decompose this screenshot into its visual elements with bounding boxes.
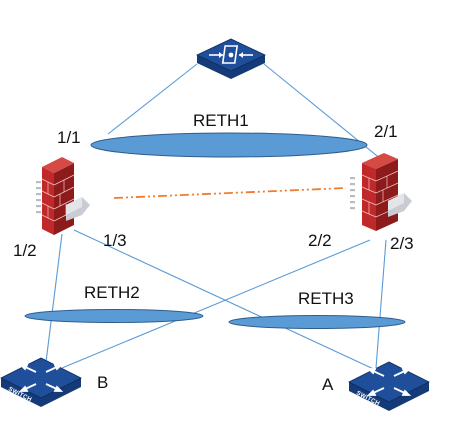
firewall-icon bbox=[36, 157, 90, 235]
link-top-to-fw-left bbox=[107, 63, 198, 135]
link-fw-right-to-switch-b bbox=[61, 239, 371, 369]
switch-a-label: A bbox=[322, 375, 334, 394]
switch-b-label: B bbox=[97, 373, 108, 392]
link-fw-right-to-switch-a bbox=[375, 239, 387, 369]
firewall-icon bbox=[350, 153, 412, 231]
link-fw-left-to-switch-b bbox=[45, 233, 63, 363]
switch-icon: SWITCH bbox=[0, 357, 82, 407]
heartbeat-link bbox=[113, 187, 347, 199]
reth3-label: RETH3 bbox=[298, 289, 354, 308]
port-2-3-label: 2/3 bbox=[390, 234, 414, 253]
link-fw-left-to-switch-a bbox=[73, 229, 381, 373]
switch-b: SWITCH bbox=[0, 357, 82, 407]
port-2-1-label: 2/1 bbox=[374, 122, 398, 141]
port-2-2-label: 2/2 bbox=[308, 231, 332, 250]
port-1-2-label: 1/2 bbox=[13, 241, 37, 260]
links bbox=[45, 63, 387, 373]
reth1-ellipse bbox=[90, 132, 368, 158]
port-1-1-label: 1/1 bbox=[57, 128, 81, 147]
reth2-ellipse bbox=[24, 309, 204, 323]
port-1-3-label: 1/3 bbox=[103, 231, 127, 250]
reth1-label: RETH1 bbox=[193, 111, 249, 130]
top-network-device-icon bbox=[196, 38, 266, 79]
switch-a: SWITCH bbox=[348, 361, 430, 411]
firewall-right bbox=[350, 153, 412, 231]
reth2-label: RETH2 bbox=[84, 283, 140, 302]
reth3-ellipse bbox=[228, 315, 406, 329]
switch-icon: SWITCH bbox=[348, 361, 430, 411]
firewall-left bbox=[36, 157, 90, 235]
